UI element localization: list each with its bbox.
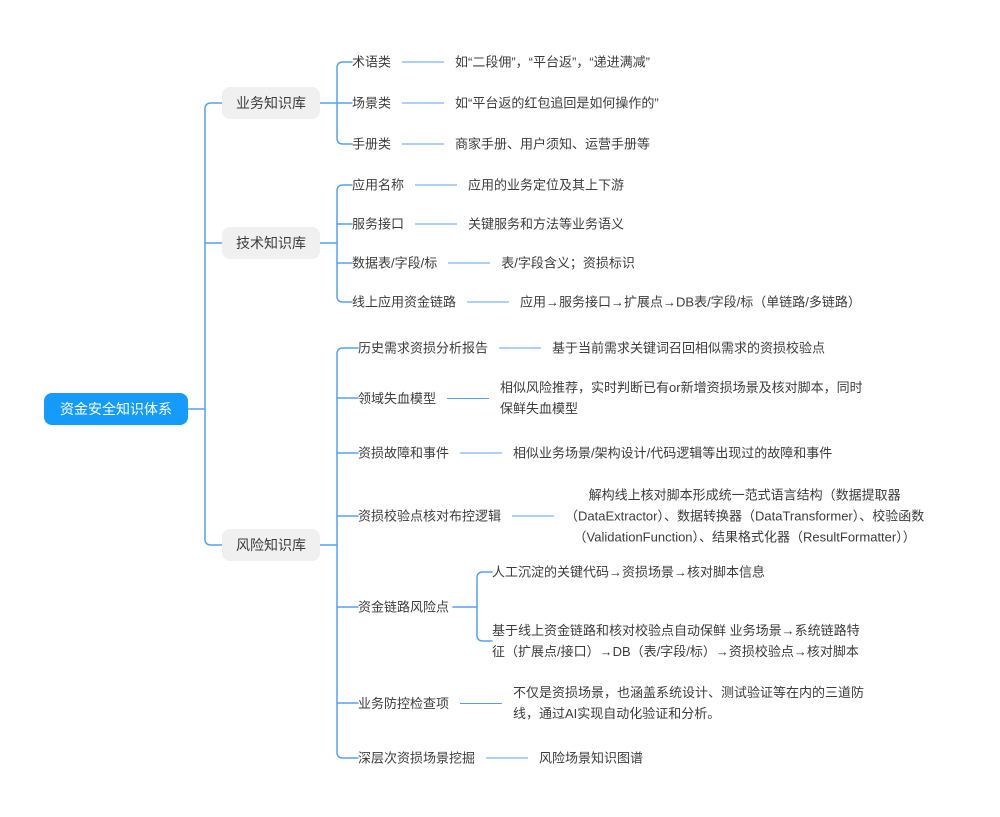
topic-row: 术语类 如“二段佣”，“平台返”，“递进满减” [352,52,650,73]
dash-connector [415,223,458,225]
topic-label-blood-loss-model[interactable]: 领域失血模型 [358,390,437,406]
topic-row: 历史需求资损分析报告 基于当前需求关键词召回相似需求的资损校验点 [358,338,825,359]
topic-label-data-table[interactable]: 数据表/字段/标 [352,255,438,271]
topic-label-terms[interactable]: 术语类 [352,54,392,70]
dash-connector [447,397,490,399]
topic-row: 应用名称 应用的业务定位及其上下游 [352,175,624,196]
topic-desc[interactable]: 如“平台返的红包追回是如何操作的” [455,95,659,111]
topic-desc[interactable]: 相似业务场景/架构设计/代码逻辑等出现过的故障和事件 [513,445,833,461]
topic-label-check-control-logic[interactable]: 资损校验点核对布控逻辑 [358,508,502,524]
topic-row: 深层次资损场景挖掘 风险场景知识图谱 [358,748,643,769]
dash-connector [499,347,542,349]
topic-row: 基于线上资金链路和核对校验点自动保鲜 业务场景→系统链路特 征（扩展点/接口）→… [492,620,860,662]
topic-label-biz-control-checks[interactable]: 业务防控检查项 [358,695,450,711]
topic-row: 业务防控检查项 不仅是资损场景，也涵盖系统设计、测试验证等在内的三道防 线，通过… [358,682,864,724]
topic-label-manuals[interactable]: 手册类 [352,136,392,152]
topic-row: 资损校验点核对布控逻辑 解构线上核对脚本形成统一范式语言结构（数据提取器 （Da… [358,485,924,548]
topic-row: 人工沉淀的关键代码→资损场景→核对脚本信息 [492,562,765,583]
topic-label-online-fund-link[interactable]: 线上应用资金链路 [352,294,457,310]
dash-connector [460,702,503,704]
topic-row: 数据表/字段/标 表/字段含义；资损标识 [352,253,635,274]
topic-desc[interactable]: 表/字段含义；资损标识 [501,255,635,271]
dash-connector [512,515,555,517]
topic-desc[interactable]: 基于当前需求关键词召回相似需求的资损校验点 [552,340,826,356]
topic-label-app-name[interactable]: 应用名称 [352,177,405,193]
branch-topic-business[interactable]: 业务知识库 [222,87,320,119]
topic-row: 领域失血模型 相似风险推荐，实时判断已有or新增资损场景及核对脚本，同时 保鲜失… [358,377,863,419]
dash-connector [402,143,445,145]
topic-row: 资金链路风险点 [358,598,449,617]
topic-desc-auto-refresh[interactable]: 基于线上资金链路和核对校验点自动保鲜 业务场景→系统链路特 征（扩展点/接口）→… [492,623,860,659]
topic-label-history-report[interactable]: 历史需求资损分析报告 [358,340,489,356]
topic-label-service-api[interactable]: 服务接口 [352,216,405,232]
topic-row: 资损故障和事件 相似业务场景/架构设计/代码逻辑等出现过的故障和事件 [358,443,832,464]
topic-desc[interactable]: 关键服务和方法等业务语义 [468,216,625,232]
dash-connector [486,757,529,759]
topic-row: 服务接口 关键服务和方法等业务语义 [352,214,624,235]
topic-label-fund-link-risk[interactable]: 资金链路风险点 [358,599,450,615]
dash-connector [467,301,510,303]
root-topic[interactable]: 资金安全知识体系 [44,393,188,425]
topic-desc[interactable]: 应用的业务定位及其上下游 [468,177,625,193]
topic-desc[interactable]: 不仅是资损场景，也涵盖系统设计、测试验证等在内的三道防 线，通过AI实现自动化验… [513,685,865,721]
branch-topic-tech[interactable]: 技术知识库 [222,227,320,259]
dash-connector [415,184,458,186]
topic-label-scenes[interactable]: 场景类 [352,95,392,111]
topic-label-deep-mining[interactable]: 深层次资损场景挖掘 [358,750,476,766]
topic-label-loss-incidents[interactable]: 资损故障和事件 [358,445,450,461]
dash-connector [402,61,445,63]
dash-connector [460,452,503,454]
topic-desc[interactable]: 如“二段佣”，“平台返”，“递进满减” [455,54,650,70]
topic-desc[interactable]: 解构线上核对脚本形成统一范式语言结构（数据提取器 （DataExtractor）… [565,487,925,545]
dash-connector [402,102,445,104]
topic-desc[interactable]: 相似风险推荐，实时判断已有or新增资损场景及核对脚本，同时 保鲜失血模型 [500,380,863,416]
topic-desc[interactable]: 应用→服务接口→扩展点→DB表/字段/标（单链路/多链路） [520,294,861,310]
topic-row: 场景类 如“平台返的红包追回是如何操作的” [352,93,659,114]
topic-desc-manual-code[interactable]: 人工沉淀的关键代码→资损场景→核对脚本信息 [492,564,766,580]
topic-desc[interactable]: 风险场景知识图谱 [539,750,644,766]
topic-desc[interactable]: 商家手册、用户须知、运营手册等 [455,136,651,152]
topic-row: 手册类 商家手册、用户须知、运营手册等 [352,134,650,155]
branch-topic-risk[interactable]: 风险知识库 [222,529,320,561]
dash-connector [448,262,491,264]
topic-row: 线上应用资金链路 应用→服务接口→扩展点→DB表/字段/标（单链路/多链路） [352,292,861,313]
